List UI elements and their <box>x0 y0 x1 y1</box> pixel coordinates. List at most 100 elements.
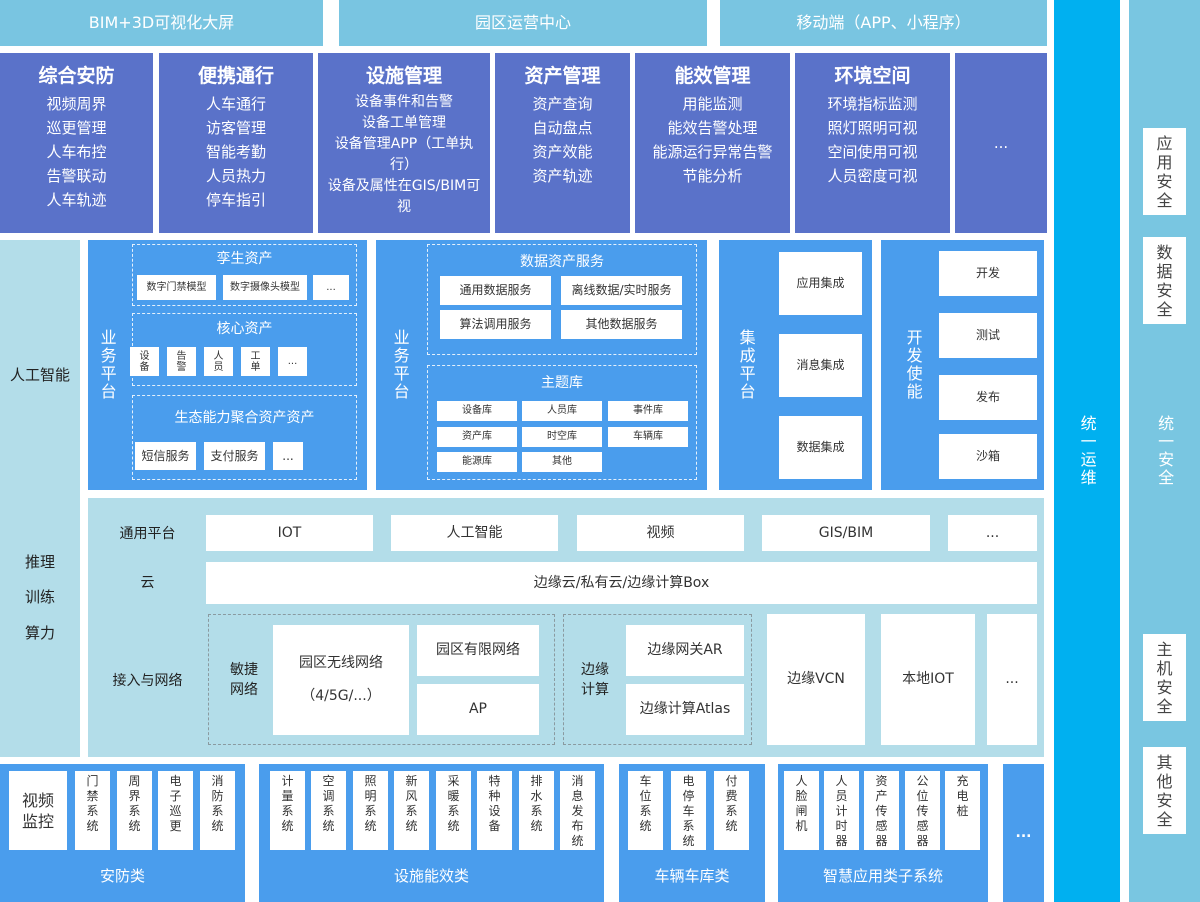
subsystem-item[interactable]: 人员计时器 <box>824 771 859 850</box>
app-module-item[interactable]: 能效告警处理 <box>667 118 758 137</box>
app-module[interactable]: 能效管理用能监测能效告警处理能源运行异常告警节能分析 <box>635 53 790 233</box>
subsystem-item[interactable]: 周界系统 <box>117 771 152 850</box>
app-module-item[interactable]: 人车布控 <box>46 142 107 161</box>
core-asset-item[interactable]: 告警 <box>167 347 196 376</box>
general-platform-item[interactable]: IOT <box>206 515 373 551</box>
devops-item[interactable]: 测试 <box>939 313 1037 358</box>
theme-library-item[interactable]: 设备库 <box>437 401 517 421</box>
app-module-item[interactable]: 资产轨迹 <box>532 166 593 185</box>
cloud-box[interactable]: 边缘云/私有云/边缘计算Box <box>206 562 1037 604</box>
subsystem-item[interactable]: 消息发布统 <box>560 771 595 850</box>
app-module-item[interactable]: 人员密度可视 <box>827 166 918 185</box>
core-asset-item[interactable]: ... <box>278 347 307 376</box>
top-bar-item[interactable]: 园区运营中心 <box>339 0 707 46</box>
devops-item[interactable]: 沙箱 <box>939 434 1037 479</box>
app-module-item[interactable]: 视频周界 <box>46 94 107 113</box>
data-service-item[interactable]: 离线数据/实时服务 <box>561 276 682 305</box>
app-module[interactable]: 综合安防视频周界巡更管理人车布控告警联动人车轨迹 <box>0 53 153 233</box>
eco-asset-item[interactable]: ... <box>273 442 303 470</box>
app-module-item[interactable]: ... <box>993 134 1009 152</box>
app-module-item[interactable]: 设备及属性在GIS/BIM可视 <box>327 177 481 215</box>
theme-library-item[interactable]: 车辆库 <box>608 427 688 447</box>
devops-item[interactable]: 发布 <box>939 375 1037 420</box>
security-item[interactable]: 数据安全 <box>1143 237 1186 324</box>
subsystem-item[interactable]: 采暖系统 <box>436 771 471 850</box>
app-module-item[interactable]: 用能监测 <box>682 94 743 113</box>
core-asset-item[interactable]: 设备 <box>130 347 159 376</box>
subsystem-item[interactable]: 充电桩 <box>945 771 980 850</box>
subsystem-item[interactable]: 计量系统 <box>270 771 305 850</box>
access-other-item[interactable]: ... <box>987 614 1037 745</box>
app-module-item[interactable]: 停车指引 <box>205 190 266 209</box>
twin-asset-item[interactable]: 数字门禁模型 <box>137 275 216 300</box>
integration-item[interactable]: 应用集成 <box>779 252 862 315</box>
app-module-item[interactable]: 能源运行异常告警 <box>652 142 773 161</box>
subsystem-item[interactable]: 公位传感器 <box>905 771 940 850</box>
theme-library-item[interactable]: 资产库 <box>437 427 517 447</box>
general-platform-item[interactable]: ... <box>948 515 1037 551</box>
subsystem-item[interactable]: 特种设备 <box>477 771 512 850</box>
theme-library-item[interactable]: 人员库 <box>522 401 602 421</box>
theme-library-item[interactable]: 事件库 <box>608 401 688 421</box>
access-other-item[interactable]: 本地IOT <box>881 614 975 745</box>
subsystem-item[interactable]: 付费系统 <box>714 771 749 850</box>
eco-asset-item[interactable]: 短信服务 <box>135 442 196 470</box>
app-module-item[interactable]: 告警联动 <box>46 166 107 185</box>
edge-computing-item[interactable]: 边缘计算Atlas <box>626 684 744 735</box>
twin-asset-item[interactable]: 数字摄像头模型 <box>223 275 307 300</box>
app-module[interactable]: 设施管理设备事件和告警设备工单管理设备管理APP（工单执行）设备及属性在GIS/… <box>318 53 490 233</box>
integration-item[interactable]: 数据集成 <box>779 416 862 479</box>
general-platform-item[interactable]: 视频 <box>577 515 744 551</box>
app-module-item[interactable]: 节能分析 <box>682 166 743 185</box>
general-platform-item[interactable]: 人工智能 <box>391 515 558 551</box>
subsystem-item[interactable]: 资产传感器 <box>864 771 899 850</box>
app-module-item[interactable]: 设备管理APP（工单执行） <box>334 135 474 173</box>
app-module-item[interactable]: 访客管理 <box>205 118 266 137</box>
subsystem-more[interactable]: ... <box>1003 764 1044 902</box>
subsystem-item[interactable]: 照明系统 <box>353 771 388 850</box>
twin-asset-item[interactable]: ... <box>313 275 349 300</box>
security-item[interactable]: 应用安全 <box>1143 128 1186 215</box>
subsystem-item[interactable]: 空调系统 <box>311 771 346 850</box>
theme-library-item[interactable]: 时空库 <box>522 427 602 447</box>
app-module-item[interactable]: 资产效能 <box>532 142 593 161</box>
app-module[interactable]: 便携通行人车通行访客管理智能考勤人员热力停车指引 <box>159 53 313 233</box>
app-module-item[interactable]: 设备工单管理 <box>362 114 446 131</box>
subsystem-item[interactable]: 电停车系统 <box>671 771 706 850</box>
data-service-item[interactable]: 通用数据服务 <box>440 276 551 305</box>
theme-library-item[interactable]: 其他 <box>522 452 602 472</box>
security-item[interactable]: 其他安全 <box>1143 747 1186 834</box>
core-asset-item[interactable]: 人员 <box>204 347 233 376</box>
app-module-item[interactable]: 空间使用可视 <box>827 142 918 161</box>
app-module-item[interactable]: 照灯照明可视 <box>827 118 918 137</box>
subsystem-item[interactable]: 新风系统 <box>394 771 429 850</box>
app-module[interactable]: 环境空间环境指标监测照灯照明可视空间使用可视人员密度可视 <box>795 53 950 233</box>
app-module-item[interactable]: 巡更管理 <box>46 118 107 137</box>
app-module-item[interactable]: 人员热力 <box>205 166 266 185</box>
app-module[interactable]: ... <box>955 53 1047 233</box>
subsystem-item[interactable]: 电子巡更 <box>158 771 193 850</box>
eco-asset-item[interactable]: 支付服务 <box>204 442 265 470</box>
core-asset-item[interactable]: 工单 <box>241 347 270 376</box>
app-module-item[interactable]: 人车通行 <box>205 94 266 113</box>
data-service-item[interactable]: 算法调用服务 <box>440 310 551 339</box>
subsystem-item[interactable]: 视频监控 <box>9 771 67 850</box>
subsystem-item[interactable]: 排水系统 <box>519 771 554 850</box>
subsystem-item[interactable]: 车位系统 <box>628 771 663 850</box>
app-module-item[interactable]: 智能考勤 <box>205 142 266 161</box>
wireless-network-box[interactable]: 园区无线网络（4/5G/...） <box>273 625 409 735</box>
top-bar-item[interactable]: BIM+3D可视化大屏 <box>0 0 323 46</box>
data-service-item[interactable]: 其他数据服务 <box>561 310 682 339</box>
subsystem-item[interactable]: 消防系统 <box>200 771 235 850</box>
subsystem-item[interactable]: 门禁系统 <box>75 771 110 850</box>
subsystem-item[interactable]: 人脸闸机 <box>784 771 819 850</box>
access-other-item[interactable]: 边缘VCN <box>767 614 865 745</box>
app-module-item[interactable]: 环境指标监测 <box>827 94 918 113</box>
edge-computing-item[interactable]: 边缘网关AR <box>626 625 744 676</box>
app-module-item[interactable]: 资产查询 <box>532 94 593 113</box>
app-module[interactable]: 资产管理资产查询自动盘点资产效能资产轨迹 <box>495 53 630 233</box>
devops-item[interactable]: 开发 <box>939 251 1037 296</box>
app-module-item[interactable]: 自动盘点 <box>532 118 593 137</box>
app-module-item[interactable]: 人车轨迹 <box>46 190 107 209</box>
wired-network-box[interactable]: 园区有限网络 <box>417 625 539 676</box>
